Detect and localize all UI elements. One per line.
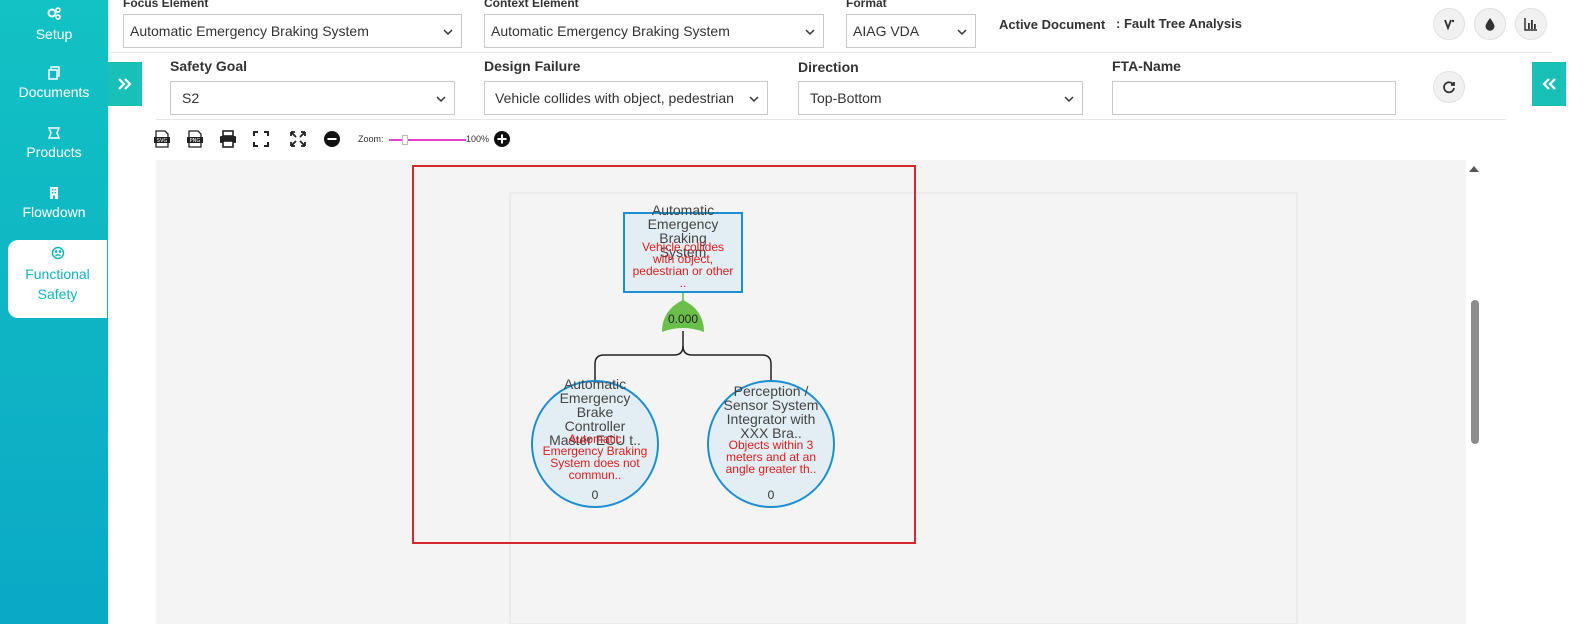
svg-text:SVG: SVG (157, 138, 168, 144)
refresh-icon (1443, 81, 1455, 94)
chevron-down-icon (1064, 96, 1074, 103)
format-select[interactable]: AIAG VDA (846, 14, 976, 48)
sidebar-item-label: Flowdown (22, 204, 86, 220)
sidebar-item-documents[interactable]: Documents (0, 66, 108, 100)
format-label: Format (846, 0, 887, 10)
version-icon (1444, 19, 1455, 31)
chevron-down-icon (436, 96, 446, 103)
double-chevron-left-icon (1542, 78, 1556, 90)
left-event-description: Automatic Emergency Braking System does … (542, 432, 648, 482)
context-element-select[interactable]: Automatic Emergency Braking System (484, 14, 824, 48)
right-event-title: Perception / Sensor System Integrator wi… (723, 383, 819, 441)
chevron-down-icon (443, 29, 453, 36)
refresh-button[interactable] (1433, 71, 1465, 103)
sidebar-item-setup[interactable]: Setup (0, 6, 108, 42)
zoom-slider-handle[interactable] (402, 135, 408, 145)
documents-icon (48, 66, 60, 80)
header-divider (108, 52, 1552, 53)
chevron-down-icon (957, 29, 967, 36)
focus-element-select[interactable]: Automatic Emergency Braking System (123, 14, 462, 48)
building-icon (50, 187, 58, 199)
left-event-value: 0 (591, 488, 599, 502)
water-drop-icon (1485, 18, 1495, 31)
direction-label: Direction (798, 59, 859, 75)
direction-value: Top-Bottom (810, 90, 882, 106)
format-value: AIAG VDA (853, 23, 920, 39)
sidebar-item-label: Documents (18, 84, 90, 100)
zoom-in-icon[interactable] (493, 130, 511, 148)
gate-probability: 0.000 (667, 312, 699, 326)
context-element-label: Context Element (484, 0, 579, 10)
svg-text:PNG: PNG (190, 138, 201, 144)
context-element-value: Automatic Emergency Braking System (491, 23, 730, 39)
expand-panel-button[interactable] (1532, 62, 1566, 106)
products-icon (47, 127, 61, 139)
top-event-description: Vehicle collides with object, pedestrian… (632, 240, 734, 290)
export-svg-icon[interactable]: SVG (153, 130, 171, 148)
chevron-down-icon (749, 96, 759, 103)
sidebar-item-flowdown[interactable]: Flowdown (0, 186, 108, 220)
bar-chart-icon (1524, 18, 1537, 31)
print-icon[interactable] (219, 130, 237, 148)
design-failure-select[interactable]: Vehicle collides with object, pedestrian (484, 81, 768, 115)
sad-face-icon (51, 246, 64, 260)
design-failure-label: Design Failure (484, 58, 581, 74)
drop-button[interactable] (1474, 8, 1506, 40)
double-chevron-right-icon (118, 78, 132, 90)
sidebar-item-label: Functional (25, 266, 90, 282)
safety-goal-label: Safety Goal (170, 58, 248, 74)
expand-icon[interactable] (289, 130, 307, 148)
sidebar-item-label: Setup (35, 26, 73, 42)
fta-name-label: FTA-Name (1112, 58, 1181, 74)
left-event-title: Automatic Emergency Brake Controller Mas… (549, 376, 641, 448)
active-document-label: Active Document (999, 17, 1106, 32)
version-button[interactable] (1433, 8, 1465, 40)
sidebar-item-label: Safety (37, 286, 78, 302)
chevron-down-icon (805, 29, 815, 36)
focus-element-value: Automatic Emergency Braking System (130, 23, 369, 39)
export-png-icon[interactable]: PNG (186, 130, 204, 148)
direction-select[interactable]: Top-Bottom (798, 81, 1083, 115)
filter-divider (156, 119, 1506, 120)
sidebar-item-label: Products (26, 144, 82, 160)
safety-goal-value: S2 (182, 90, 200, 106)
safety-goal-select[interactable]: S2 (170, 81, 455, 115)
focus-element-label: Focus Element (123, 0, 209, 10)
scrollbar-thumb[interactable] (1471, 300, 1479, 444)
chart-button[interactable] (1515, 8, 1547, 40)
sidebar-item-products[interactable]: Products (0, 126, 108, 160)
top-event-title: Automatic Emergency Braking System (647, 202, 719, 260)
zoom-slider-track[interactable] (389, 139, 466, 141)
fta-name-input[interactable] (1112, 81, 1396, 115)
scroll-up-arrow[interactable] (1469, 166, 1479, 172)
design-failure-value: Vehicle collides with object, pedestrian (495, 90, 734, 106)
expand-sidebar-button[interactable] (108, 62, 142, 106)
right-event-value: 0 (767, 488, 775, 502)
zoom-value: 100% (466, 134, 490, 144)
fit-screen-icon[interactable] (252, 130, 270, 148)
zoom-label: Zoom: (358, 134, 384, 144)
sidebar: Setup Documents Products Flow (0, 0, 108, 624)
gears-icon (47, 7, 61, 20)
zoom-out-icon[interactable] (323, 130, 341, 148)
sidebar-item-functional-safety[interactable]: Functional Safety (8, 240, 107, 318)
active-document-value: : Fault Tree Analysis (1116, 16, 1242, 31)
right-event-description: Objects within 3 meters and at an angle … (725, 438, 817, 476)
